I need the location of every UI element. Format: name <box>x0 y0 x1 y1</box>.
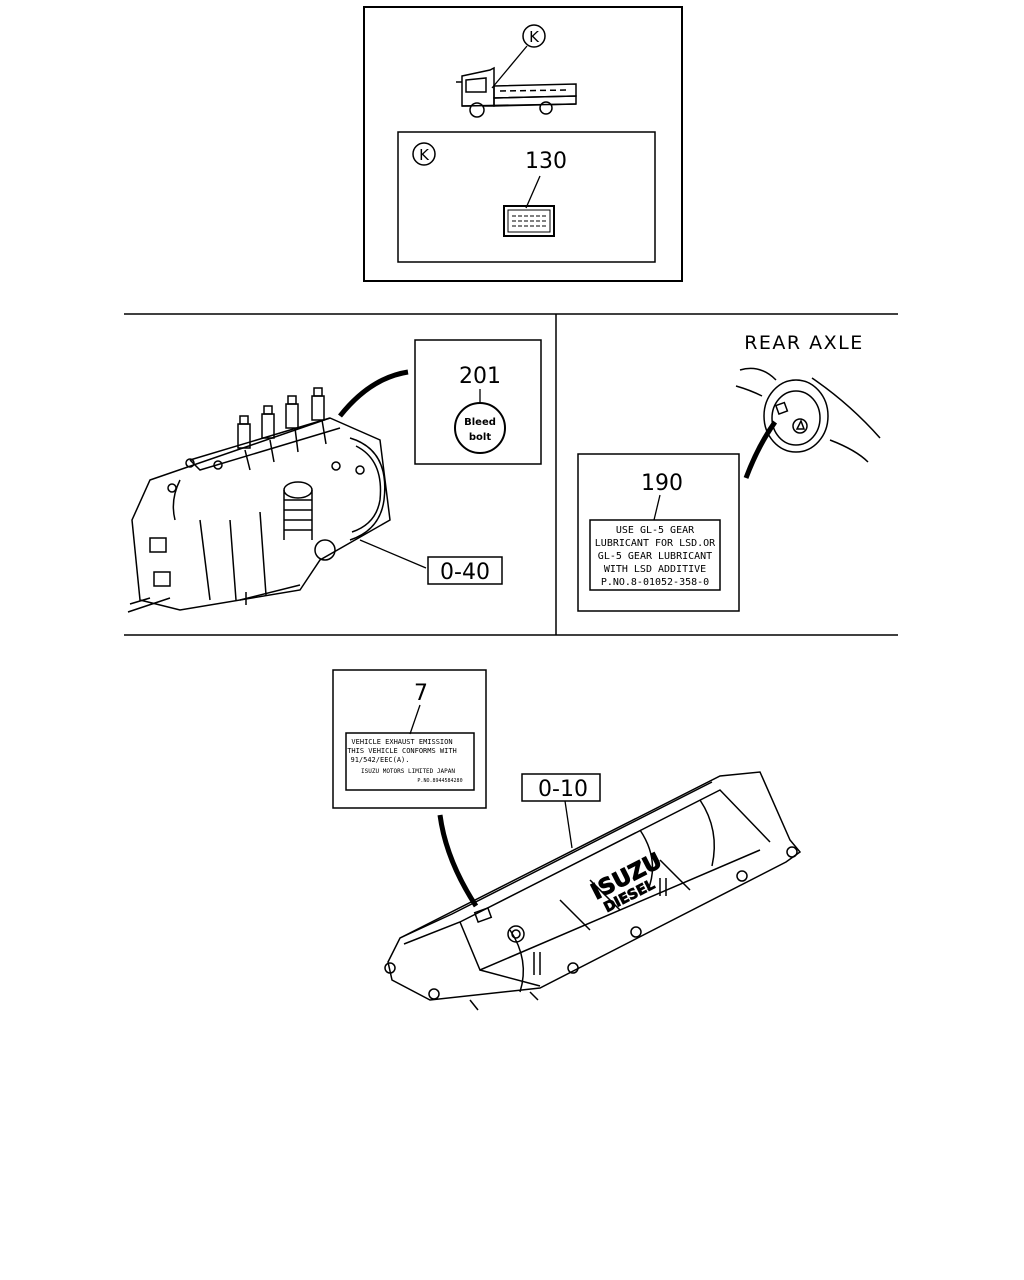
emission-line-1: VEHICLE EXHAUST EMISSION <box>351 738 452 746</box>
leader-130 <box>525 175 541 209</box>
truck-icon <box>456 66 577 118</box>
part-number-190: 190 <box>641 471 683 496</box>
pump-section: 201 Bleed bolt <box>127 339 542 613</box>
leader-0-40 <box>359 539 427 569</box>
axle-section: REAR AXLE 190 USE GL-5 GEAR LUBRICANT FO… <box>577 332 881 612</box>
lubricant-label-text: USE GL-5 GEAR LUBRICANT FOR LSD.OR GL-5 … <box>595 525 716 588</box>
rocker-cover-drawing <box>384 771 802 1011</box>
callout-leader <box>491 45 528 89</box>
emission-label-frame <box>332 669 487 809</box>
rear-axle-title: REAR AXLE <box>744 332 864 354</box>
leader-0-10 <box>564 800 573 849</box>
truck-frame <box>363 6 683 282</box>
emission-label <box>345 732 475 791</box>
bleed-bolt-label <box>454 402 506 454</box>
leader-axle-curve <box>743 420 778 479</box>
ref-number-0-40: 0-40 <box>440 560 490 585</box>
bleed-text-line2: bolt <box>469 432 491 443</box>
emission-line-2: THIS VEHICLE CONFORMS WITH <box>347 747 457 755</box>
truck-inset-frame <box>397 131 656 263</box>
inset-k-label: K <box>419 146 430 164</box>
leader-7 <box>409 704 421 735</box>
injection-pump-drawing <box>127 387 391 613</box>
emission-line-5: P.NO.8944584280 <box>417 778 462 784</box>
lubricant-line-4: WITH LSD ADDITIVE <box>604 564 706 575</box>
axle-label-frame <box>577 453 740 612</box>
lubricant-label <box>589 519 721 591</box>
callout-circle-k <box>522 24 546 48</box>
bleed-label-frame <box>414 339 542 465</box>
leader-cover-curve <box>437 814 479 908</box>
part-number-201: 201 <box>459 364 501 389</box>
ref-box-0-40 <box>427 556 503 585</box>
ref-box-0-10 <box>521 773 601 802</box>
lubricant-line-1: USE GL-5 GEAR <box>616 525 695 536</box>
label-plate-130 <box>503 205 555 237</box>
lubricant-line-2: LUBRICANT FOR LSD.OR <box>595 538 716 549</box>
emission-line-4: ISUZU MOTORS LIMITED JAPAN <box>361 768 455 775</box>
leader-190 <box>653 494 661 521</box>
truck-section: K K 130 <box>363 6 683 282</box>
part-number-130: 130 <box>525 149 567 174</box>
rear-axle-drawing <box>735 367 881 463</box>
ref-number-0-10: 0-10 <box>538 777 588 802</box>
cover-section: 7 VEHICLE EXHAUST EMISSION THIS VEHICLE … <box>332 669 802 1011</box>
lubricant-line-5: P.NO.8-01052-358-0 <box>601 577 709 588</box>
emission-line-3: 91/542/EEC(A). <box>350 756 409 764</box>
lubricant-line-3: GL-5 GEAR LUBRICANT <box>598 551 712 562</box>
emission-label-text: VEHICLE EXHAUST EMISSION THIS VEHICLE CO… <box>347 738 462 784</box>
inset-circle-k <box>412 142 436 166</box>
part-number-7: 7 <box>414 681 428 706</box>
callout-k-label: K <box>529 28 540 46</box>
bleed-text-line1: Bleed <box>464 417 496 428</box>
leader-bleed-curve <box>338 369 409 418</box>
